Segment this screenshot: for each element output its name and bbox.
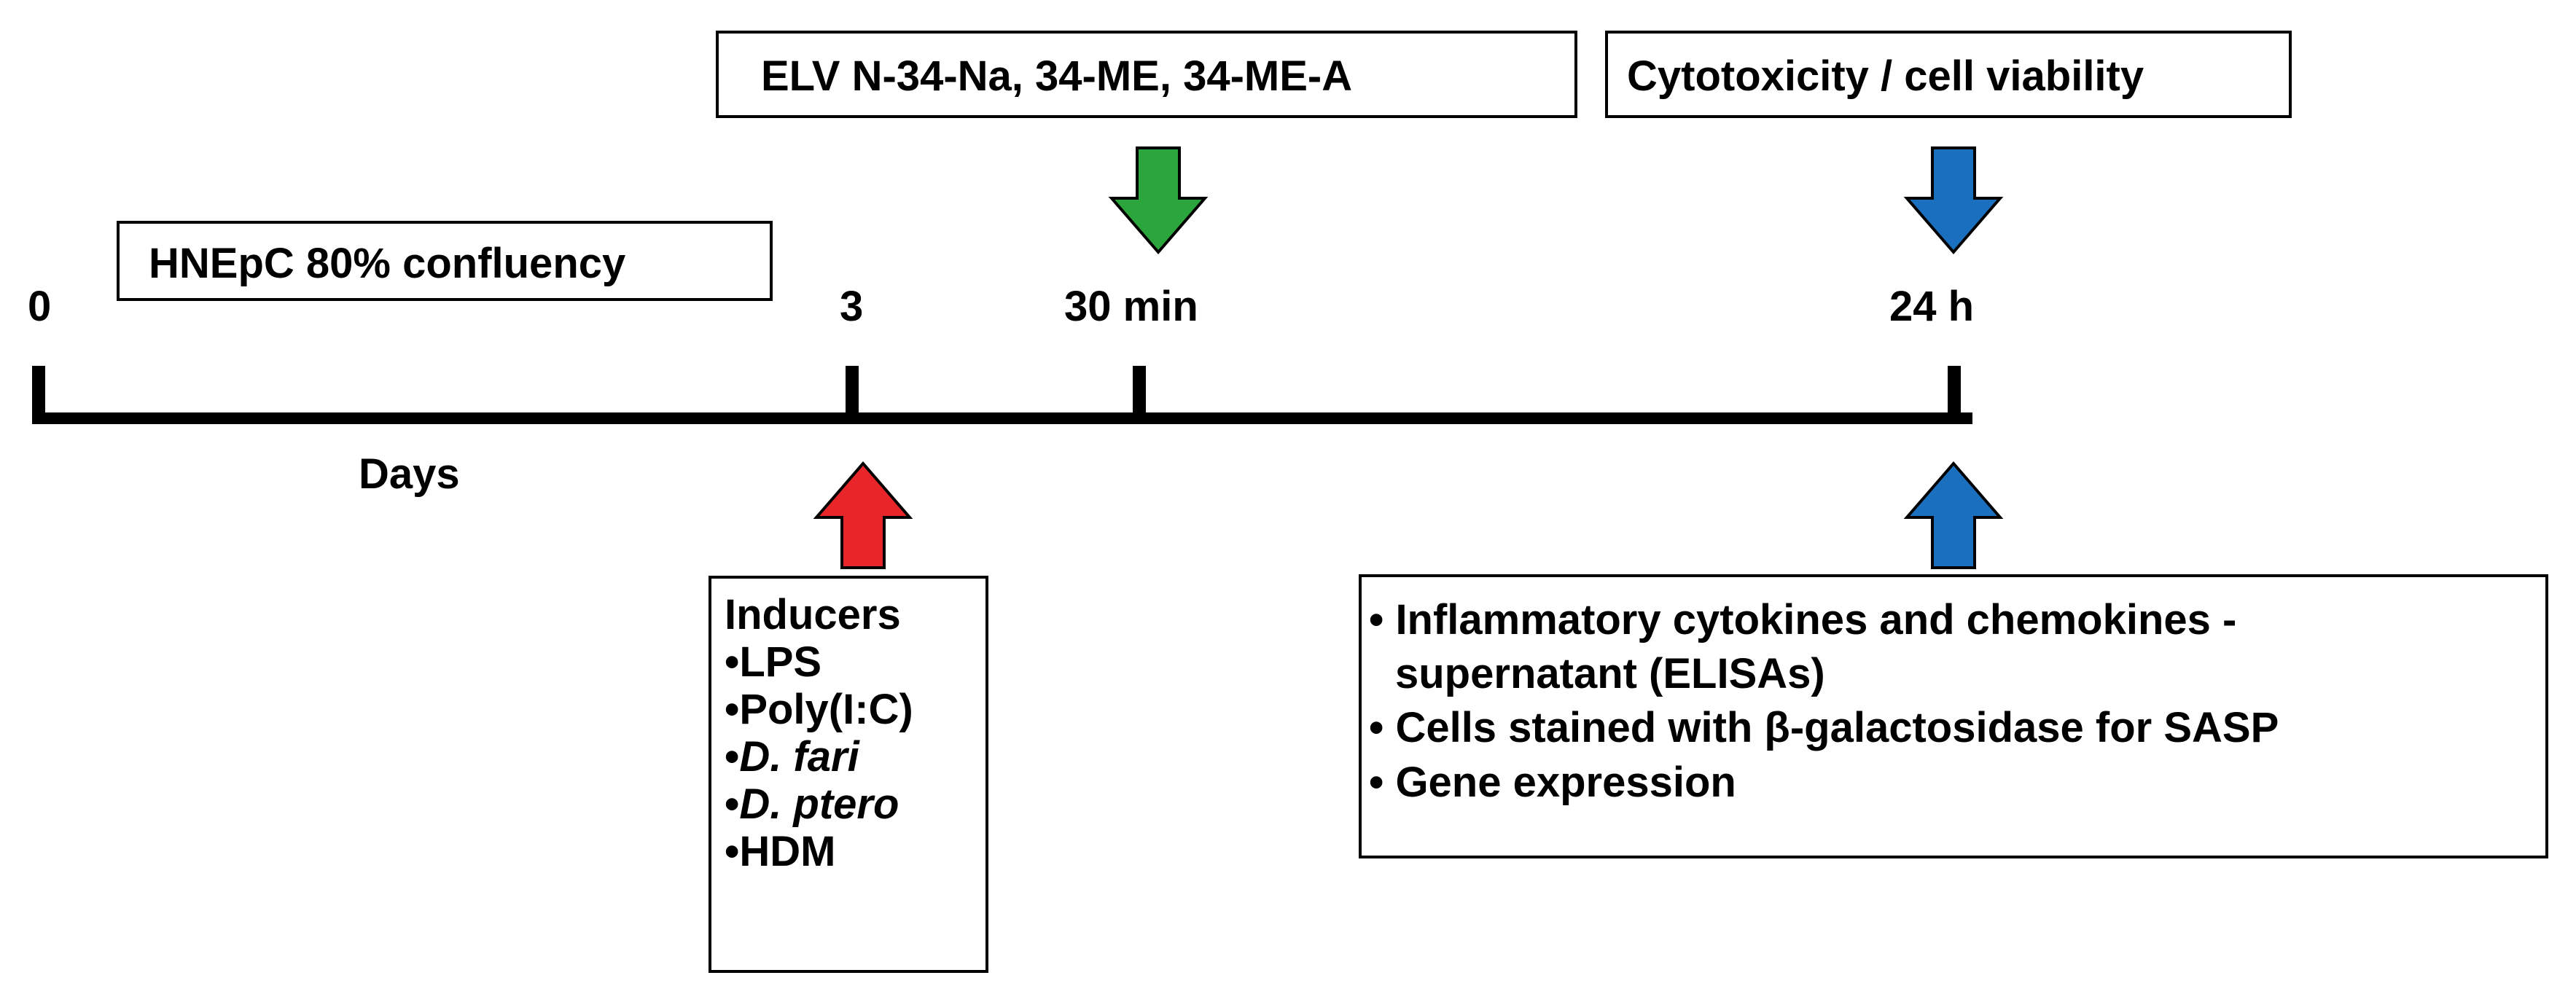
- tick-day3: [846, 366, 859, 424]
- inducer-item: •D. fari: [725, 732, 859, 780]
- outcome-item: • Inflammatory cytokines and chemokines …: [1369, 596, 2237, 643]
- timeline-axis: [32, 412, 1972, 424]
- outcomes-box: • Inflammatory cytokines and chemokines …: [1359, 574, 2548, 858]
- tick-label-day3: 3: [840, 283, 864, 330]
- viability-box: Cytotoxicity / cell viability: [1605, 31, 2292, 118]
- confluency-box: HNEpC 80% confluency: [117, 221, 773, 301]
- outcome-item: • Cells stained with β-galactosidase for…: [1369, 704, 2279, 752]
- viability-label: Cytotoxicity / cell viability: [1627, 52, 2144, 100]
- inducers-box: Inducers •LPS •Poly(I:C) •D. fari •D. pt…: [709, 576, 988, 973]
- blue-down-arrow-icon: [1903, 146, 2004, 255]
- inducers-title: Inducers: [725, 591, 901, 638]
- tick-label-day0: 0: [28, 283, 52, 330]
- treatment-label: ELV N-34-Na, 34-ME, 34-ME-A: [761, 52, 1353, 100]
- outcome-item: • Gene expression: [1369, 758, 1736, 806]
- inducer-item: •Poly(I:C): [725, 685, 913, 733]
- red-up-arrow-icon: [813, 461, 913, 569]
- inducer-item: •HDM: [725, 827, 836, 875]
- confluency-label: HNEpC 80% confluency: [149, 240, 626, 287]
- axis-label-days: Days: [359, 450, 460, 498]
- green-down-arrow-icon: [1108, 146, 1209, 255]
- tick-day0: [32, 366, 45, 424]
- inducer-item: •D. ptero: [725, 780, 899, 828]
- outcome-item-continued: supernatant (ELISAs): [1395, 650, 1825, 698]
- tick-label-30min: 30 min: [1064, 283, 1198, 330]
- blue-up-arrow-icon: [1903, 461, 2004, 569]
- treatment-box: ELV N-34-Na, 34-ME, 34-ME-A: [716, 31, 1577, 118]
- tick-label-24h: 24 h: [1889, 283, 1975, 330]
- inducer-item: •LPS: [725, 638, 822, 686]
- tick-24h: [1948, 366, 1961, 424]
- tick-30min: [1133, 366, 1146, 424]
